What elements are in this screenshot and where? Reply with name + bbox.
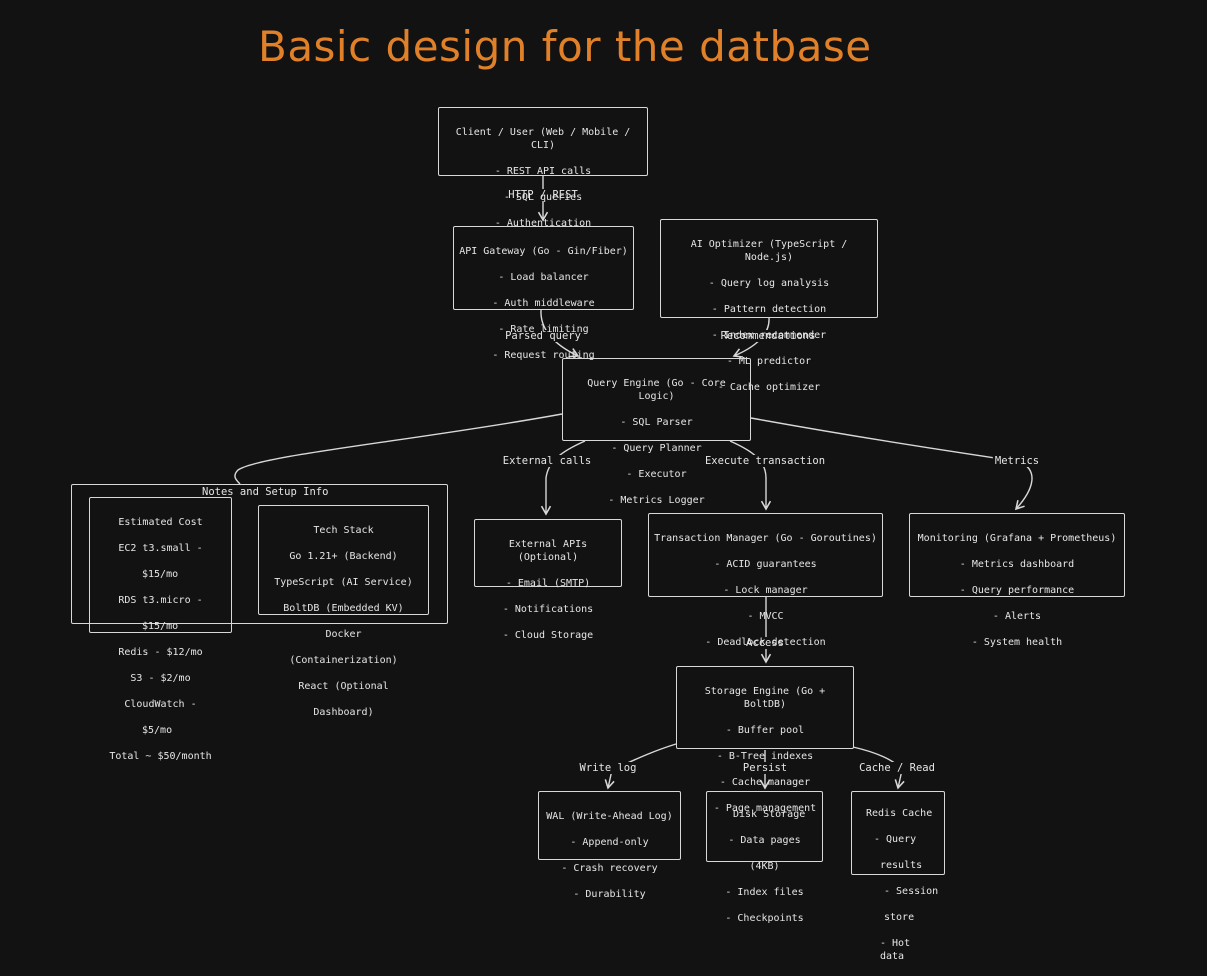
client-item: - Authentication <box>494 218 592 229</box>
optimizer-title: AI Optimizer (TypeScript / Node.js) <box>690 239 848 263</box>
txn-item: - Lock manager <box>723 585 808 596</box>
txn-item: - ACID guarantees <box>714 559 817 570</box>
redis-item: - Session <box>884 886 939 897</box>
engine-item: - Executor <box>626 469 687 480</box>
client-item: - SQL queries <box>503 192 583 203</box>
cost-item: S3 - $2/mo <box>130 673 191 684</box>
gateway-item: - Rate limiting <box>498 324 589 335</box>
disk-item: - Index files <box>725 887 804 898</box>
wal-item: - Durability <box>573 889 646 900</box>
diagram-title: Basic design for the datbase <box>258 22 872 71</box>
storage-engine-node: Storage Engine (Go + BoltDB) - Buffer po… <box>676 666 854 814</box>
engine-item: - Query Planner <box>611 443 702 454</box>
disk-item: - Checkpoints <box>725 913 804 924</box>
tech-stack-card: Tech Stack Go 1.21+ (Backend) TypeScript… <box>258 505 429 718</box>
edge-label-http: HTTP / REST <box>506 189 580 201</box>
disk-title: Disk Storage <box>733 809 806 820</box>
redis-cache-node: Redis Cache - Query results - Session st… <box>851 791 945 962</box>
stack-item: Docker <box>325 629 362 640</box>
gateway-item: - Load balancer <box>498 272 589 283</box>
stack-item: React (Optional <box>298 681 389 692</box>
stack-item: BoltDB (Embedded KV) <box>283 603 404 614</box>
edge-label-metrics: Metrics <box>992 455 1042 467</box>
external-item: - Cloud Storage <box>502 630 594 641</box>
optimizer-item: - Index recommender <box>711 330 827 341</box>
notes-container: Notes and Setup Info <box>71 484 448 624</box>
api-gateway-node: API Gateway (Go - Gin/Fiber) - Load bala… <box>453 226 634 361</box>
cost-title: Estimated Cost <box>118 517 203 528</box>
disk-storage-node: Disk Storage - Data pages (4KB) - Index … <box>706 791 823 924</box>
wal-title: WAL (Write-Ahead Log) <box>546 811 673 822</box>
monitoring-item: - Alerts <box>992 611 1042 622</box>
txn-item: - MVCC <box>747 611 784 622</box>
gateway-title: API Gateway (Go - Gin/Fiber) <box>459 246 628 257</box>
monitoring-node: Monitoring (Grafana + Prometheus) - Metr… <box>909 513 1125 648</box>
edge-label-parsed-query: Parsed query <box>503 330 583 342</box>
wal-node: WAL (Write-Ahead Log) - Append-only - Cr… <box>538 791 681 900</box>
stack-item: (Containerization) <box>289 655 398 666</box>
monitoring-title: Monitoring (Grafana + Prometheus) <box>917 533 1117 544</box>
disk-item: - Data pages <box>728 835 801 846</box>
edge-label-execute-transaction: Execute transaction <box>702 455 828 467</box>
edge-label-write-log: Write log <box>577 762 639 774</box>
redis-title: Redis Cache <box>866 808 933 819</box>
client-node: Client / User (Web / Mobile / CLI) - RES… <box>438 107 648 229</box>
client-item: - REST API calls <box>494 166 592 177</box>
engine-title: Query Engine (Go - Core Logic) <box>587 378 726 402</box>
wal-item: - Append-only <box>570 837 649 848</box>
storage-item: - Page management <box>713 803 817 814</box>
storage-title: Storage Engine (Go + BoltDB) <box>704 686 826 710</box>
redis-item: store <box>884 912 915 923</box>
stack-item: TypeScript (AI Service) <box>274 577 413 588</box>
cost-item: Redis - $12/mo <box>118 647 203 658</box>
cost-item: CloudWatch - <box>124 699 197 710</box>
monitoring-item: - Query performance <box>959 585 1075 596</box>
redis-item: results <box>880 860 923 871</box>
monitoring-item: - Metrics dashboard <box>959 559 1075 570</box>
external-item: - Notifications <box>502 604 594 615</box>
ai-optimizer-node: AI Optimizer (TypeScript / Node.js) - Qu… <box>660 219 878 393</box>
redis-item: - Hot data <box>880 938 911 962</box>
edge-engine-notes <box>234 413 563 485</box>
transaction-manager-node: Transaction Manager (Go - Goroutines) - … <box>648 513 883 648</box>
edge-label-persist: Persist <box>740 762 790 774</box>
storage-item: - Buffer pool <box>725 725 805 736</box>
optimizer-item: - Pattern detection <box>711 304 827 315</box>
redis-item: - Query <box>874 834 917 845</box>
client-title: Client / User (Web / Mobile / CLI) <box>455 127 631 151</box>
external-item: - Email (SMTP) <box>505 578 591 589</box>
stack-title: Tech Stack <box>313 525 374 536</box>
engine-item: - SQL Parser <box>620 417 693 428</box>
cost-item: $15/mo <box>142 621 179 632</box>
engine-item: - Metrics Logger <box>608 495 705 506</box>
optimizer-item: - ML predictor <box>726 356 812 367</box>
edge-label-external-calls: External calls <box>500 455 594 467</box>
gateway-item: - Request routing <box>492 350 595 361</box>
storage-item: - Cache manager <box>719 777 811 788</box>
cost-item: $5/mo <box>142 725 173 736</box>
gateway-item: - Auth middleware <box>492 298 595 309</box>
stack-item: Dashboard) <box>313 707 374 718</box>
edge-label-cache-read: Cache / Read <box>857 762 937 774</box>
txn-title: Transaction Manager (Go - Goroutines) <box>654 533 877 544</box>
monitoring-item: - System health <box>971 637 1063 648</box>
cost-item: EC2 t3.small - <box>118 543 203 554</box>
disk-item: (4KB) <box>749 861 780 872</box>
stack-item: Go 1.21+ (Backend) <box>289 551 398 562</box>
edge-label-recommendations: Recommendations <box>718 330 818 342</box>
storage-item: - B-Tree indexes <box>716 751 814 762</box>
query-engine-node: Query Engine (Go - Core Logic) - SQL Par… <box>562 358 751 506</box>
optimizer-item: - Query log analysis <box>708 278 830 289</box>
edge-label-access: Access <box>744 637 786 649</box>
external-apis-node: External APIs (Optional) - Email (SMTP) … <box>474 519 622 641</box>
estimated-cost-card: Estimated Cost EC2 t3.small - $15/mo RDS… <box>89 497 232 762</box>
external-title: External APIs (Optional) <box>508 539 588 563</box>
cost-item: RDS t3.micro - <box>118 595 203 606</box>
txn-item: - Deadlock detection <box>705 637 826 648</box>
cost-total: Total ~ $50/month <box>109 751 212 762</box>
cost-item: $15/mo <box>142 569 179 580</box>
wal-item: - Crash recovery <box>561 863 658 874</box>
optimizer-item: - Cache optimizer <box>717 382 821 393</box>
notes-label: Notes and Setup Info <box>202 486 329 498</box>
